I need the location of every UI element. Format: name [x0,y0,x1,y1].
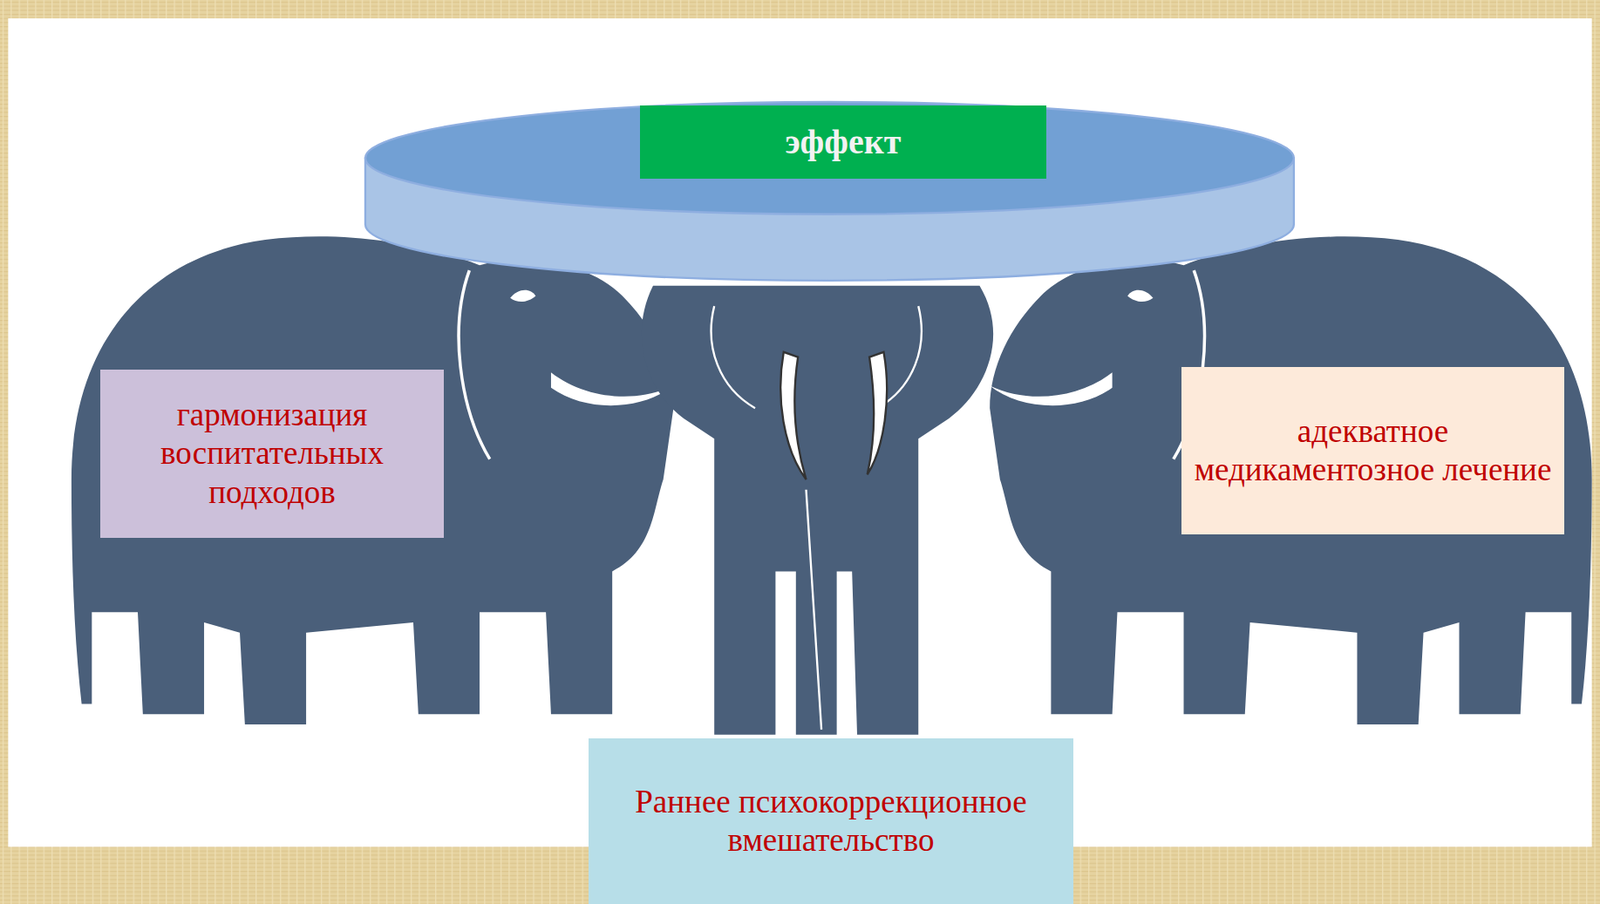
result-box: эффект [640,105,1047,179]
factor-box: адекватное медикаментозное лечение [1181,367,1565,535]
node-label: адекватное медикаментозное лечение [1181,412,1565,491]
factor-box: гармонизация воспитательных подходов [100,369,444,538]
white-panel [7,18,1592,847]
node-label: Раннее психокоррекционное вмешательство [588,782,1074,861]
node-label: гармонизация воспитательных подходов [100,395,444,512]
elephant-right [989,236,1592,725]
disk-platform [365,102,1294,281]
factor-box: Раннее психокоррекционное вмешательство [588,738,1074,904]
elephant-left [71,236,674,725]
elephant-center [641,285,994,736]
node-label: эффект [773,121,914,164]
